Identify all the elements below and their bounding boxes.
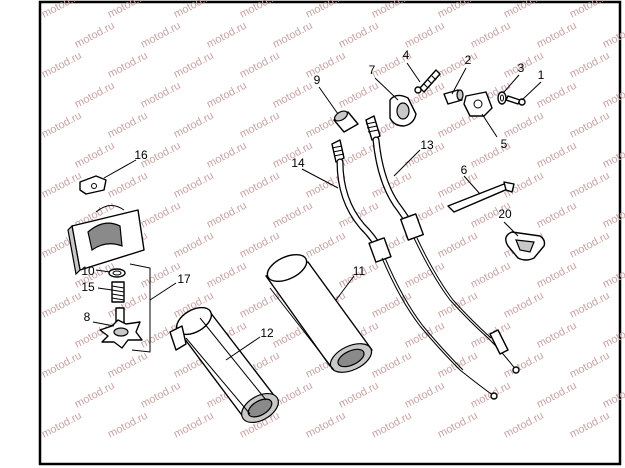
part-15-spring — [111, 281, 125, 303]
part-1-screw — [505, 95, 526, 106]
part-6-tie-strap — [447, 181, 515, 213]
callout-12: 12 — [260, 326, 274, 340]
part-13-cable — [365, 115, 520, 374]
part-16-clip — [79, 175, 107, 195]
part-3-washer — [497, 91, 507, 105]
callout-15: 15 — [81, 280, 95, 294]
part-14-cable — [331, 139, 498, 400]
callout-1: 1 — [538, 68, 545, 82]
callout-16: 16 — [134, 148, 148, 162]
callout-11: 11 — [353, 264, 366, 278]
callout-3: 3 — [518, 61, 525, 75]
part-11-left-grip — [265, 253, 373, 373]
callout-17: 17 — [177, 272, 191, 286]
callout-7: 7 — [369, 63, 376, 77]
callout-10: 10 — [81, 264, 95, 278]
part-2-bolt — [443, 89, 464, 105]
part-7-clamp — [389, 94, 417, 127]
callout-20: 20 — [498, 207, 512, 221]
callout-numbers: 1 2 3 4 5 6 7 8 9 10 11 12 13 14 15 16 1… — [81, 48, 544, 340]
callout-9: 9 — [314, 73, 321, 87]
callout-14: 14 — [291, 156, 305, 170]
callout-5: 5 — [501, 137, 508, 151]
part-clamp-block — [67, 205, 145, 276]
callout-6: 6 — [461, 163, 468, 177]
part-10-ring — [108, 268, 126, 278]
part-9-sleeve — [333, 110, 359, 133]
part-20-c-clip — [505, 231, 546, 261]
part-5-bracket — [463, 91, 493, 117]
part-4-screw — [414, 69, 441, 94]
callout-13: 13 — [420, 138, 434, 152]
callout-8: 8 — [84, 310, 91, 324]
part-12-throttle-grip — [169, 306, 279, 424]
callout-4: 4 — [403, 48, 410, 62]
part-8-knob — [99, 307, 143, 349]
callout-2: 2 — [465, 53, 472, 67]
leader-lines — [92, 62, 542, 361]
